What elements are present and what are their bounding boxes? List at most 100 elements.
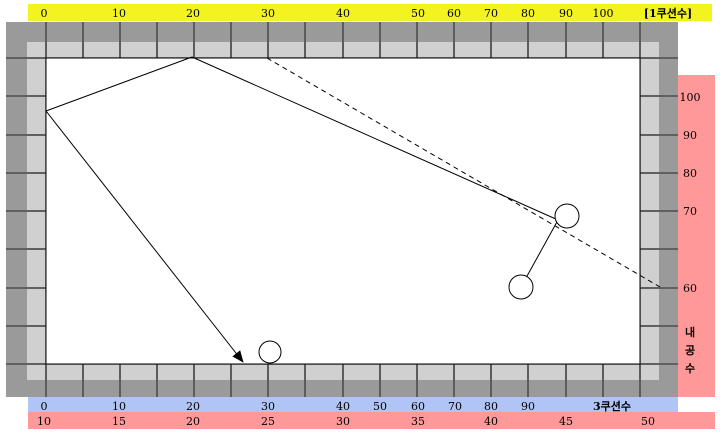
cushion-cell [381,365,416,380]
top-scale-band [28,4,712,21]
cushion-cell [641,212,659,248]
top-scale-tick-label: 30 [261,7,275,20]
right-scale-tick-label: 90 [683,129,697,142]
cushion-cell [641,42,659,57]
bottom-scale-tick-label: 30 [261,400,275,413]
cushion-cell [306,42,342,57]
top-scale-tick-label: 90 [559,7,573,20]
top-scale-tick-label: 0 [41,7,48,20]
cushion-strips [27,42,659,380]
cushion-cell [27,42,45,57]
cushion-cell [418,365,453,380]
cushion-cell [381,42,416,57]
bottom-scale-tick-label: 20 [186,400,200,413]
cushion-cell [47,42,82,57]
cushion-cell [158,365,193,380]
cushion-cell [27,97,45,134]
playing-surface [45,57,641,365]
cushion-cell [27,174,45,210]
bottom-scale-label: 3쿠션수 [593,400,631,413]
right-scale-tick-label: 80 [683,167,697,180]
cushion-cell [567,365,602,380]
right-scale-tick-label: 100 [680,91,701,104]
cushion-cell [27,212,45,248]
right-scale-label-char: 수 [685,362,695,375]
top-scale-label: [1쿠션수] [644,7,692,20]
top-scale-tick-label: 10 [112,7,126,20]
bottom-scale-tick-label: 70 [448,400,462,413]
cue-line [520,219,559,288]
cushion-cell [47,365,82,380]
cushion-cell [418,42,453,57]
cushion-cell [567,42,602,57]
right-scale-tick-label: 60 [683,282,697,295]
right-scale-label-char: 공 [685,344,695,357]
top-scale-tick-label: 40 [336,7,350,20]
bottom-scale-2-tick-label: 30 [336,415,350,428]
cushion-cell [641,289,659,325]
shot-path [45,56,661,363]
cushion-cell [232,365,267,380]
cushion-cell [269,365,304,380]
cushion-cell [455,42,490,57]
cushion-cell [121,42,156,57]
cushion-cell [27,327,45,363]
cushion-cell [604,42,639,57]
aim-line-dashed [266,57,661,288]
cushion-cell [269,42,304,57]
bottom-scale-tick-label: 50 [373,400,387,413]
bottom-scale-tick-label: 0 [41,400,48,413]
cushion-cell [344,365,379,380]
cushion-cell [455,365,490,380]
cushion-cell [306,365,342,380]
cushion-cell [84,42,119,57]
top-scale-tick-label: 20 [186,7,200,20]
cushion-cell [195,365,230,380]
cushion-cell [27,289,45,325]
cushion-cell [641,59,659,95]
diamond-grid-lines [6,22,678,397]
cushion-cell [121,365,156,380]
bottom-scale-2-tick-label: 20 [186,415,200,428]
cushion-cell [27,365,45,380]
right-scale-tick-label: 70 [683,205,697,218]
cushion-cell [158,42,193,57]
cushion-cell [195,42,230,57]
cushion-cell [492,365,527,380]
cushion-cell [641,174,659,210]
cushion-cell [641,365,659,380]
cushion-cell [27,59,45,95]
bottom-scale-2-tick-label: 40 [484,415,498,428]
top-scale-tick-label: 70 [484,7,498,20]
cushion-cell [344,42,379,57]
cushion-cell [529,365,565,380]
cushion-cell [641,97,659,134]
cushion-cell [641,136,659,172]
bottom-scale-band-2 [28,412,715,429]
bottom-scale-tick-label: 40 [336,400,350,413]
path-segment-3 [45,110,244,363]
right-scale-band [678,75,715,397]
bottom-scale-band [28,397,678,412]
cushion-cell [492,42,527,57]
cushion-cell [27,250,45,287]
bottom-scale-tick-label: 80 [484,400,498,413]
cushion-cell [84,365,119,380]
bottom-scale-2-tick-label: 45 [559,415,573,428]
bottom-scale-2-tick-label: 15 [112,415,126,428]
cushion-cell [27,136,45,172]
cushion-cell [604,365,639,380]
cushion-cell [529,42,565,57]
bottom-scale-tick-label: 60 [411,400,425,413]
cue-ball [508,274,534,300]
bottom-scale-2-tick-label: 25 [261,415,275,428]
object-ball-2 [258,340,282,364]
cushion-cell [641,327,659,363]
object-ball-1 [554,203,580,229]
right-scale-label-char: 내 [685,325,695,339]
path-segment-1 [191,56,559,221]
